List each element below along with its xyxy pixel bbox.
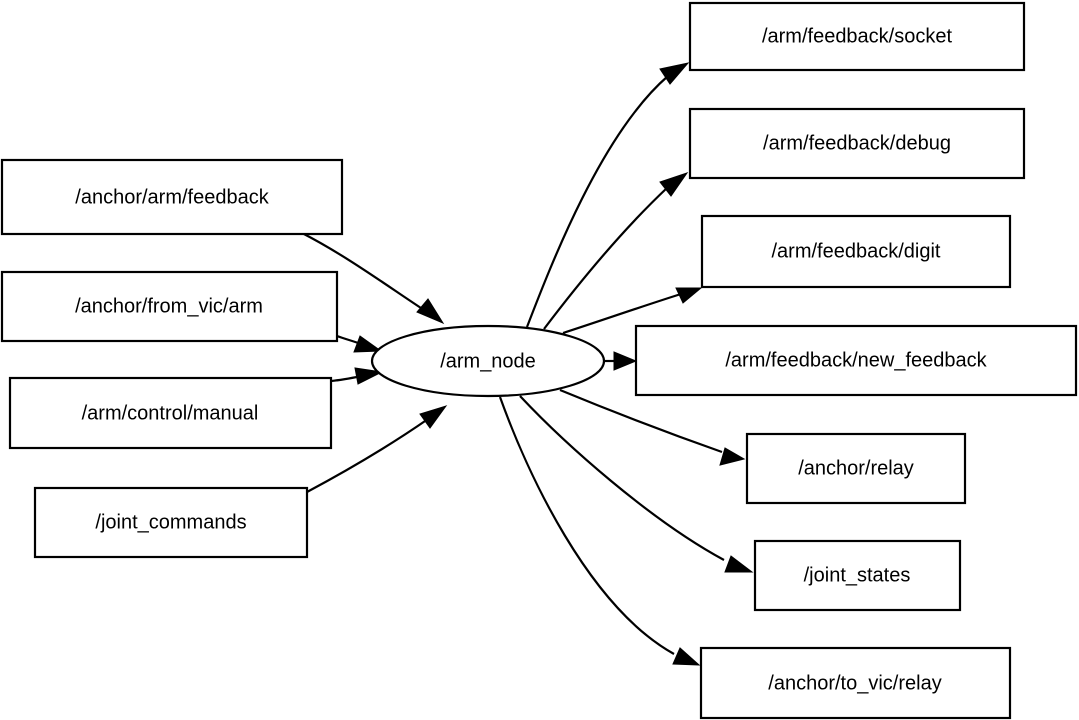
publisher-node-arm-control-manual[interactable]: /arm/control/manual (8, 376, 333, 450)
subscriber-node-arm-feedback-socket[interactable]: /arm/feedback/socket (688, 1, 1026, 72)
subscriber-node-arm-feedback-new-feedback[interactable]: /arm/feedback/new_feedback (634, 324, 1078, 397)
edge-anchor-arm-feedback-to-arm-node (301, 232, 445, 325)
edge-arm-node-to-arm-feedback-socket (525, 62, 690, 328)
publisher-node-anchor-from-vic-arm[interactable]: /anchor/from_vic/arm (0, 270, 339, 343)
publisher-node-joint-commands[interactable]: /joint_commands (33, 486, 309, 559)
edge-arm-node-to-arm-feedback-digit (562, 287, 703, 335)
edge-arm-node-to-anchor-relay (559, 388, 746, 466)
edge-arm-node-to-arm-feedback-new-feedback (605, 351, 638, 371)
subscriber-node-anchor-relay[interactable]: /anchor/relay (745, 432, 967, 505)
subscriber-node-anchor-to-vic-relay[interactable]: /anchor/to_vic/relay (699, 646, 1012, 720)
edge-arm-node-to-joint-states (519, 395, 754, 573)
subscriber-node-arm-feedback-digit[interactable]: /arm/feedback/digit (700, 214, 1012, 289)
edge-arm-node-to-arm-feedback-debug (543, 172, 689, 330)
edge-arm-control-manual-to-arm-node (330, 367, 384, 385)
publisher-node-anchor-arm-feedback[interactable]: /anchor/arm/feedback (0, 158, 344, 236)
edge-joint-commands-to-arm-node (306, 405, 448, 493)
edge-arm-node-to-anchor-to-vic-relay (498, 396, 701, 666)
center-node-arm-node[interactable]: /arm_node (370, 324, 606, 398)
subscriber-node-arm-feedback-debug[interactable]: /arm/feedback/debug (688, 107, 1026, 180)
edge-layer (301, 62, 754, 666)
subscriber-node-joint-states[interactable]: /joint_states (753, 539, 962, 612)
edge-anchor-from-vic-arm-to-arm-node (336, 334, 383, 353)
